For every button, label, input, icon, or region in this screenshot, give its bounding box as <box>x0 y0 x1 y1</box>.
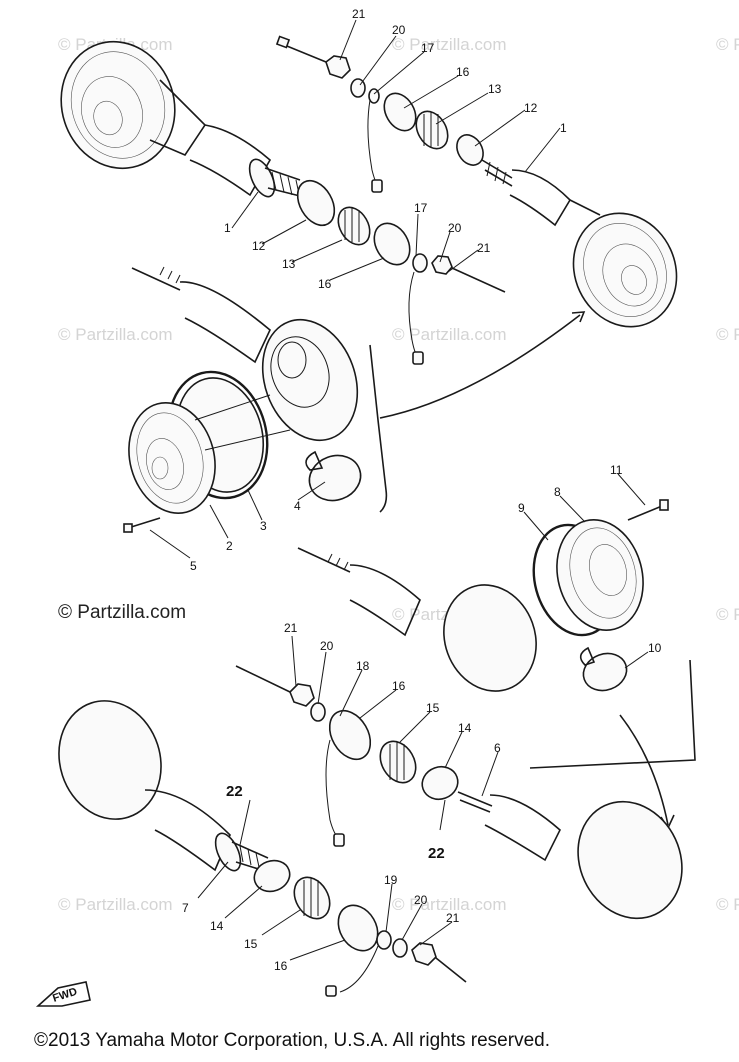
callout-17: 17 <box>421 41 435 55</box>
watermark: © Partzilla.com <box>716 895 739 914</box>
fwd-label: FWD <box>51 986 79 1005</box>
watermark: © Partzilla.com <box>392 895 507 914</box>
callout-1: 1 <box>560 121 567 135</box>
callout-1: 1 <box>224 221 231 235</box>
partzilla-watermark: © Partzilla.com <box>58 602 187 623</box>
callout-18: 18 <box>356 659 370 673</box>
rear-right-signal <box>235 665 683 920</box>
callout-22: 22 <box>428 845 445 862</box>
callout-3: 3 <box>260 519 267 533</box>
callout-12: 12 <box>252 239 266 253</box>
callout-20: 20 <box>448 221 462 235</box>
callout-9: 9 <box>518 501 525 515</box>
callout-11: 11 <box>610 463 623 477</box>
forward-direction-indicator: FWD <box>35 981 91 1007</box>
watermark: © Partzilla.com <box>716 325 739 344</box>
watermark: © Partzilla.com <box>716 35 739 54</box>
callout-8: 8 <box>554 485 561 499</box>
middle-right-signal <box>297 499 696 830</box>
callout-2: 2 <box>226 539 233 553</box>
callout-21: 21 <box>446 911 460 925</box>
callout-21: 21 <box>284 621 298 635</box>
callout-16: 16 <box>392 679 406 693</box>
callout-12: 12 <box>524 101 538 115</box>
callout-22: 22 <box>226 783 243 800</box>
callout-15: 15 <box>426 701 440 715</box>
callout-numbers: 21 20 17 16 13 12 1 1 12 13 16 17 20 21 … <box>182 7 662 973</box>
callout-16: 16 <box>274 959 288 973</box>
callout-20: 20 <box>392 23 406 37</box>
callout-21: 21 <box>477 241 491 255</box>
callout-20: 20 <box>414 893 428 907</box>
watermark: © Partzilla.com <box>58 895 173 914</box>
callout-10: 10 <box>648 641 662 655</box>
middle-left-signal <box>123 266 586 533</box>
callout-5: 5 <box>190 559 197 573</box>
callout-19: 19 <box>384 873 398 887</box>
leader-lines <box>149 19 649 961</box>
callout-21: 21 <box>352 7 366 21</box>
callout-7: 7 <box>182 901 189 915</box>
callout-14: 14 <box>458 721 472 735</box>
watermark: © Partzilla.com <box>392 35 507 54</box>
callout-6: 6 <box>494 741 501 755</box>
callout-4: 4 <box>294 499 301 513</box>
callout-14: 14 <box>210 919 224 933</box>
rear-left-signal <box>58 700 467 997</box>
watermark: © Partzilla.com <box>392 325 507 344</box>
callout-13: 13 <box>282 257 296 271</box>
copyright-notice: ©2013 Yamaha Motor Corporation, U.S.A. A… <box>34 1030 550 1051</box>
watermark: © Partzilla.com <box>716 605 739 624</box>
watermark: © Partzilla.com <box>58 325 173 344</box>
front-left-signal <box>60 40 506 365</box>
callout-16: 16 <box>456 65 470 79</box>
callout-17: 17 <box>414 201 428 215</box>
callout-13: 13 <box>488 82 502 96</box>
callout-16: 16 <box>318 277 332 291</box>
callout-15: 15 <box>244 937 258 951</box>
callout-20: 20 <box>320 639 334 653</box>
front-right-signal <box>275 35 678 328</box>
